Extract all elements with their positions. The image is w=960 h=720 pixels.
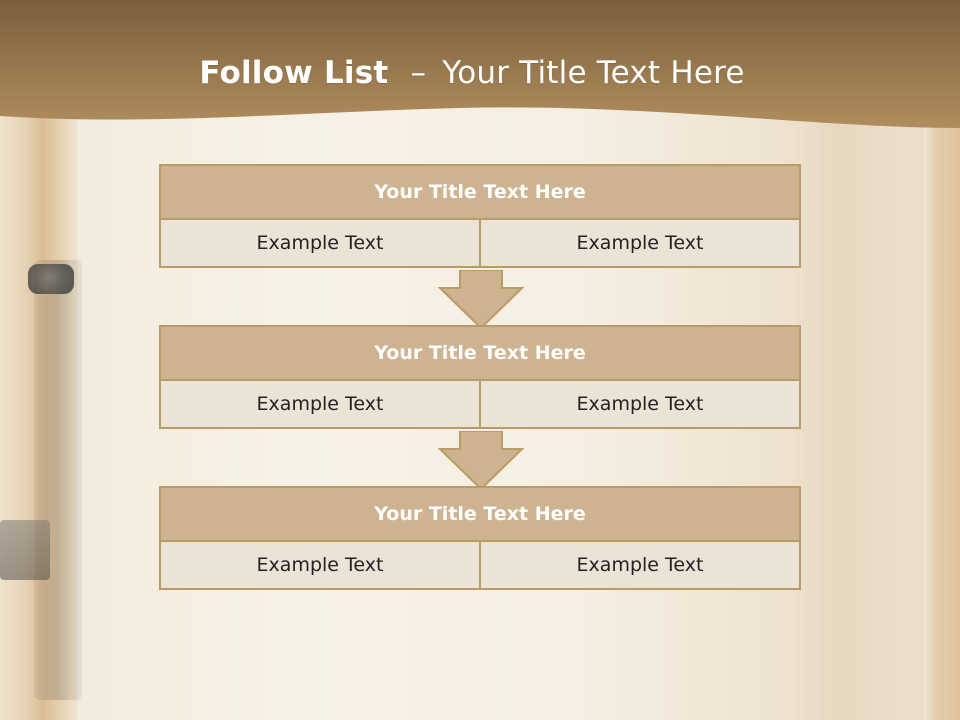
block-title: Your Title Text Here — [159, 486, 801, 542]
block-cell-left: Example Text — [159, 381, 481, 429]
block-cell-right: Example Text — [481, 381, 801, 429]
list-block-1: Your Title Text Here Example Text Exampl… — [159, 164, 801, 268]
wood-trim-left — [0, 0, 78, 720]
list-block-2: Your Title Text Here Example Text Exampl… — [159, 325, 801, 429]
page-title: Follow List – Your Title Text Here — [0, 55, 944, 91]
valve — [0, 520, 50, 580]
down-arrow-icon — [438, 431, 524, 491]
list-block-3: Your Title Text Here Example Text Exampl… — [159, 486, 801, 590]
block-title: Your Title Text Here — [159, 325, 801, 381]
block-row: Example Text Example Text — [159, 381, 801, 429]
block-row: Example Text Example Text — [159, 220, 801, 268]
block-cell-left: Example Text — [159, 220, 481, 268]
title-dash: – — [410, 55, 427, 91]
header-wave — [0, 0, 960, 128]
title-bold: Follow List — [199, 55, 389, 91]
block-row: Example Text Example Text — [159, 542, 801, 590]
pipe-knob — [28, 264, 74, 294]
block-title: Your Title Text Here — [159, 164, 801, 220]
down-arrow-icon — [438, 270, 524, 330]
pipe — [34, 260, 82, 700]
door-panel-shadow — [790, 110, 900, 720]
block-cell-right: Example Text — [481, 220, 801, 268]
block-cell-left: Example Text — [159, 542, 481, 590]
header-band: Follow List – Your Title Text Here — [0, 0, 960, 140]
block-cell-right: Example Text — [481, 542, 801, 590]
title-rest: Your Title Text Here — [442, 55, 745, 91]
